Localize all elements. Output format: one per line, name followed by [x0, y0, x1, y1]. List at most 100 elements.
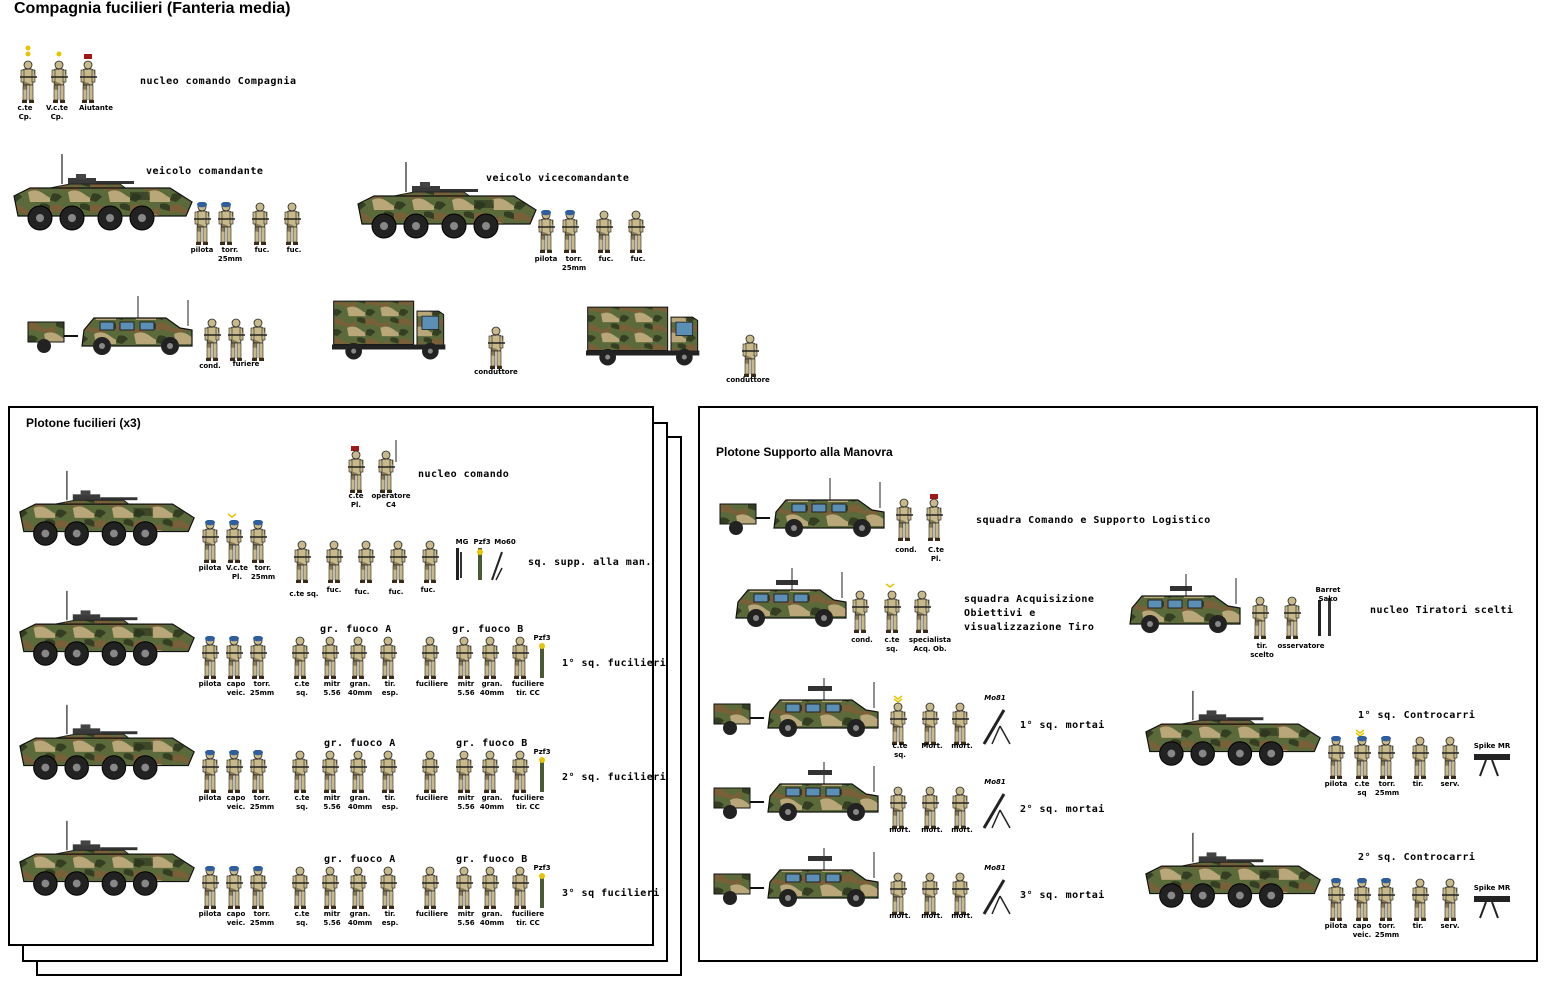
rifle-squad-crew [200, 750, 272, 796]
crew-cap-pilota: pilota [196, 910, 224, 919]
sp-sniper-lince [1124, 568, 1244, 640]
mortar-cap: mort. [948, 912, 976, 921]
fire-group-a-soldiers [290, 866, 410, 912]
truck-2-driver [740, 334, 762, 380]
at-cap: torr. 25mm [1372, 780, 1402, 798]
group-b-cap: fuciliere tir. CC [508, 794, 548, 812]
crew-cap-capo: capo veic. [222, 680, 250, 698]
support-cap-fuc3: fuc. [384, 588, 408, 597]
sp-sniper-cap-oss: osservatore [1274, 642, 1328, 651]
at-cap: tir. [1406, 922, 1430, 931]
sp-acq-lince [730, 562, 850, 634]
group-b-cap: gran. 40mm [478, 680, 506, 698]
fire-group-b-label: gr. fuoco B [452, 624, 524, 635]
crew-cap-pilota: pilota [196, 794, 224, 803]
mortar-lince [712, 756, 882, 828]
mortar-squad-label: 2° sq. mortai [1020, 804, 1105, 815]
pzf3-label: Pzf3 [532, 748, 552, 757]
support-platoon-title: Plotone Supporto alla Manovra [716, 445, 893, 459]
weapon-mo60-label: Mo60 [494, 538, 516, 547]
sp-acq-cap-cond: cond. [848, 636, 876, 645]
support-cap-fuc4: fuc. [416, 586, 440, 595]
group-b-cap: gran. 40mm [478, 910, 506, 928]
group-b-cap: fuciliere tir. CC [508, 680, 548, 698]
at-crew [1326, 730, 1516, 780]
support-squad-label: sq. supp. alla man. [528, 557, 652, 568]
group-a-cap: c.te sq. [288, 794, 316, 812]
group-a-cap: gran. 40mm [346, 910, 374, 928]
at-squad-label: 2° sq. Controcarri [1358, 852, 1475, 863]
group-a-cap: c.te sq. [288, 910, 316, 928]
at-cap: pilota [1322, 922, 1350, 931]
jeep-cap-cond: cond. [196, 362, 224, 371]
sp-sniper-weapons: Barret Sako [1308, 586, 1348, 604]
group-a-cap: gran. 40mm [346, 680, 374, 698]
group-b-cap: fuciliere [414, 910, 450, 919]
group-b-cap: fuciliere tir. CC [508, 910, 548, 928]
rifle-squad-crew [200, 636, 272, 682]
at-squad-label: 1° sq. Controcarri [1358, 710, 1475, 721]
company-truck-2 [586, 298, 736, 373]
vice-cap-fuc1: fuc. [594, 255, 618, 264]
truck-2-cap: conduttore [724, 376, 772, 385]
mortar-cap: mort. [918, 912, 946, 921]
cmd-vehicle-label: veicolo comandante [146, 166, 263, 177]
rifle-squad-ifv [16, 690, 202, 798]
at-cap: serv. [1436, 922, 1464, 931]
platoon-hq-ifv-crew [200, 514, 272, 564]
platoon-hq-soldiers [344, 440, 404, 496]
group-a-cap: mitr 5.56 [318, 910, 346, 928]
company-hq-label: nucleo comando Compagnia [140, 76, 297, 87]
truck-1-driver [486, 326, 508, 372]
rifle-squad-crew [200, 866, 272, 912]
group-b-cap: gran. 40mm [478, 794, 506, 812]
group-b-cap: mitr 5.56 [452, 680, 480, 698]
crew-cap-torr: torr. 25mm [248, 910, 276, 928]
sp-acq-label-3: visualizzazione Tiro [964, 622, 1094, 633]
fire-group-a-soldiers [290, 636, 410, 682]
support-cap-ctesq: c.te sq. [286, 590, 322, 599]
rifle-squad-ifv [16, 806, 202, 914]
jeep-crew-soldiers [202, 318, 272, 364]
pzf3-label: Pzf3 [532, 634, 552, 643]
sp-acq-cap-cte: c.te sq. [878, 636, 906, 654]
rifle-squad-label: 1° sq. fucilieri [562, 658, 666, 669]
platoon-hq-cap-cte: c.te Pl. [342, 492, 370, 510]
mortar-squad-label: 3° sq. mortai [1020, 890, 1105, 901]
mortar-crew [888, 696, 1018, 746]
sp-acq-soldiers [850, 584, 946, 634]
sp-cmd-lince [718, 472, 888, 544]
group-a-cap: tir. esp. [376, 794, 404, 812]
crew-cap-capo: capo veic. [222, 910, 250, 928]
fire-group-a-label: gr. fuoco A [320, 624, 392, 635]
mortar-cap: mort. [886, 826, 914, 835]
group-a-cap: tir. esp. [376, 680, 404, 698]
mortar-weapon-label: Mo81 [982, 694, 1008, 703]
crew-cap-pilota: pilota [196, 680, 224, 689]
support-cap-fuc2: fuc. [350, 588, 374, 597]
hq-ifv-cap-torr: torr. 25mm [248, 564, 278, 582]
sp-cmd-cap-cte: C.te Pl. [922, 546, 950, 564]
company-lince-trailer [26, 290, 196, 362]
support-cap-fuc1: fuc. [322, 586, 346, 595]
platoon-hq-label: nucleo comando [418, 469, 509, 480]
company-cmd-ifv [10, 140, 200, 248]
cmd-cap-fuc1: fuc. [250, 246, 274, 255]
rifle-platoon-title: Plotone fucilieri (x3) [26, 416, 141, 430]
cmd-crew-soldiers [192, 202, 312, 248]
rifle-squad-label: 3° sq fucilieri [562, 888, 660, 899]
rifle-squad-label: 2° sq. fucilieri [562, 772, 666, 783]
mortar-cap: mort. [918, 826, 946, 835]
pzf3-label: Pzf3 [532, 864, 552, 873]
group-b-cap: fuciliere [414, 680, 450, 689]
vice-vehicle-label: veicolo vicecomandante [486, 173, 629, 184]
support-squad-soldiers [292, 540, 452, 586]
group-b-cap: fuciliere [414, 794, 450, 803]
sp-acq-cap-spec: specialista Acq. Ob. [904, 636, 956, 654]
fire-group-a-label: gr. fuoco A [324, 854, 396, 865]
cmd-cap-pilota: pilota [188, 246, 216, 255]
jeep-cap-furiere: furiere [228, 360, 264, 369]
mortar-weapon-label: Mo81 [982, 778, 1008, 787]
sp-cmd-cap-cond: cond. [892, 546, 920, 555]
spike-mr-label: Spike MR [1470, 884, 1514, 893]
